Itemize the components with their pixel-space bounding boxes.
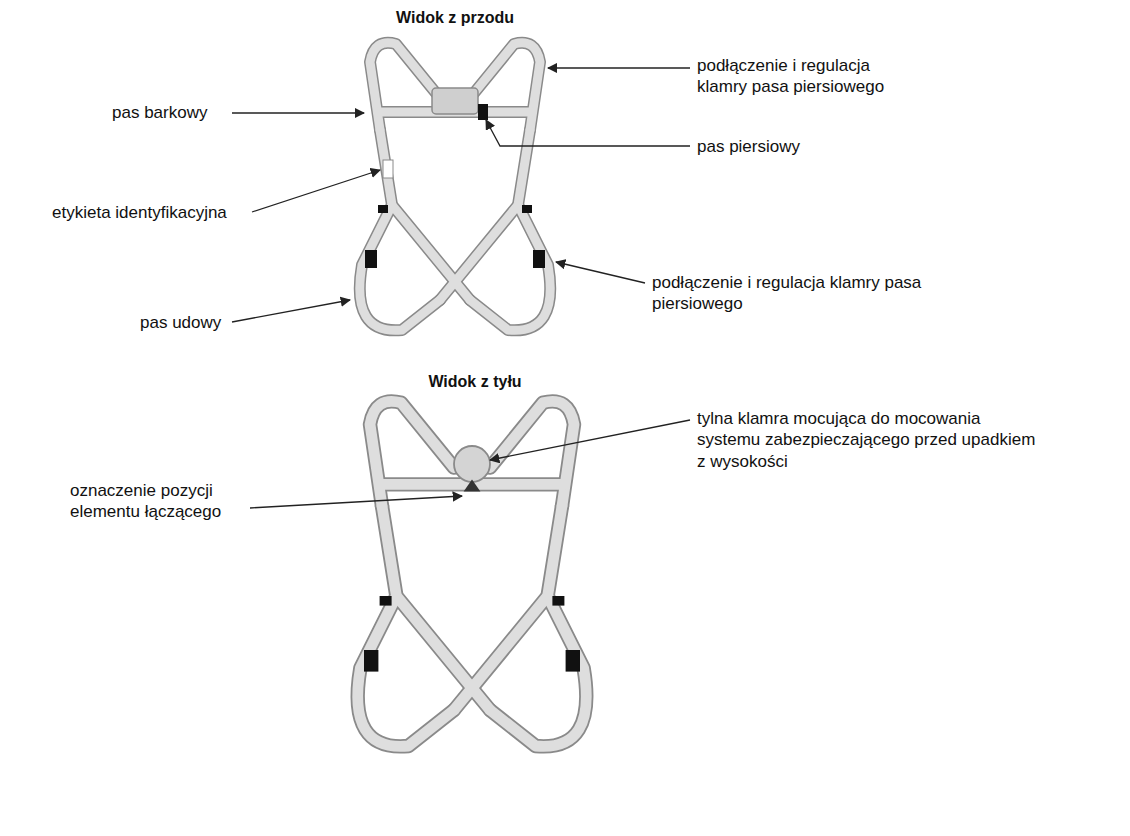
part-label: tylna klamra mocująca do mocowania syste…	[697, 408, 1047, 472]
front-harness	[360, 43, 551, 331]
part-label: podłączenie i regulacja klamry pasa pier…	[697, 55, 917, 98]
part-label: pas piersiowy	[697, 136, 897, 157]
view-heading: Widok z przodu	[370, 8, 540, 28]
view-heading: Widok z tyłu	[390, 372, 560, 392]
part-label: pas udowy	[140, 312, 230, 333]
part-label: etykieta identyfikacyjna	[52, 202, 250, 223]
part-label: pas barkowy	[112, 102, 230, 123]
part-label: podłączenie i regulacja klamry pasa pier…	[652, 272, 992, 315]
back-harness	[358, 401, 587, 746]
leader-lines	[232, 68, 690, 508]
part-label: oznaczenie pozycji elementu łączącego	[70, 480, 248, 523]
